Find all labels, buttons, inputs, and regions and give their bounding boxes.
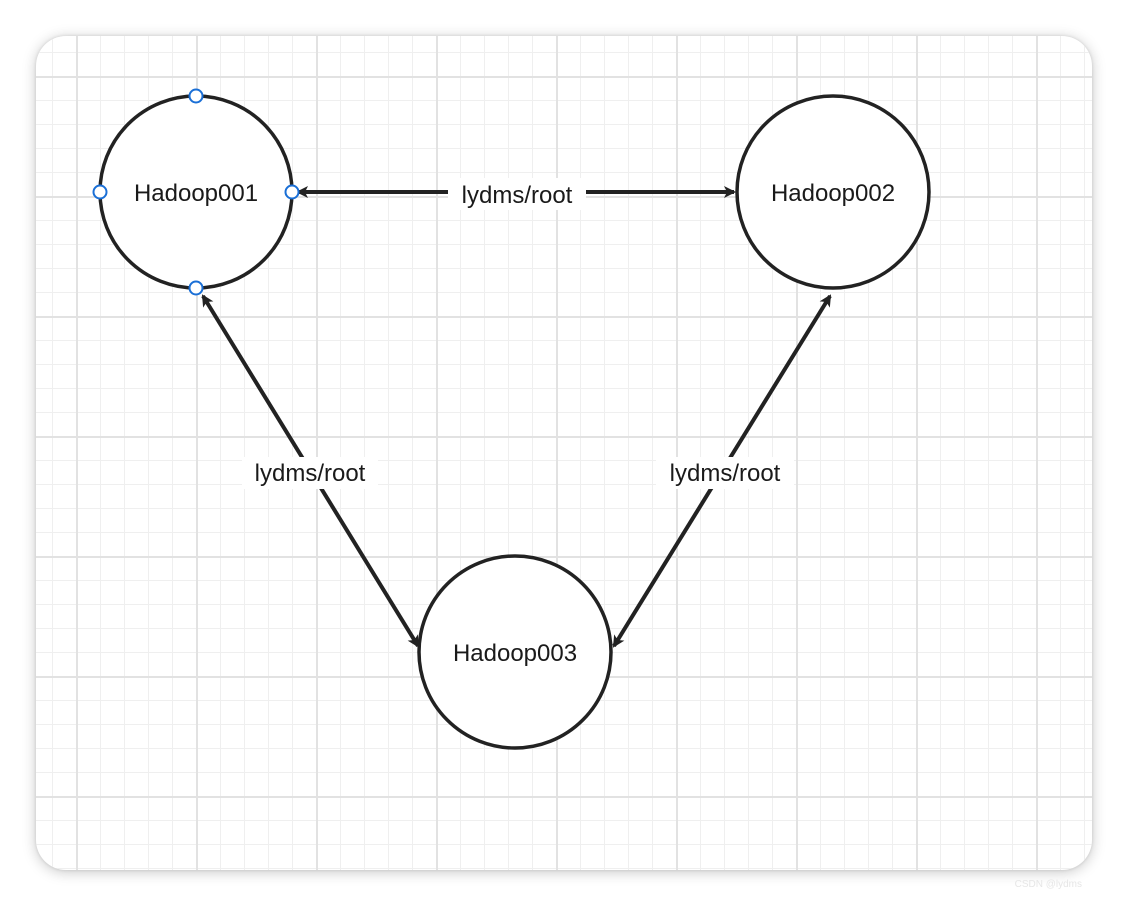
connection-handle-right[interactable]: [284, 184, 300, 200]
edge-hadoop001-hadoop003[interactable]: lydms/root: [201, 294, 420, 648]
edge-hadoop001-hadoop002[interactable]: lydms/root: [296, 178, 736, 210]
node-label[interactable]: Hadoop002: [771, 180, 895, 207]
edge-hadoop002-hadoop003[interactable]: lydms/root: [612, 294, 832, 648]
edge-label-bg: [656, 457, 794, 489]
edge-label[interactable]: lydms/root: [255, 460, 366, 487]
node-label[interactable]: Hadoop001: [134, 180, 258, 207]
edge-label[interactable]: lydms/root: [462, 182, 573, 209]
node-hadoop003[interactable]: Hadoop003: [417, 554, 613, 750]
node-circle[interactable]: [735, 94, 931, 290]
connection-handle-top[interactable]: [188, 88, 204, 104]
node-hadoop001[interactable]: Hadoop001: [92, 88, 300, 296]
node-label[interactable]: Hadoop003: [453, 640, 577, 667]
edge-label[interactable]: lydms/root: [670, 460, 781, 487]
node-circle[interactable]: [417, 554, 613, 750]
edge-label-bg: [448, 178, 586, 210]
watermark: CSDN @lydms: [1014, 879, 1082, 890]
node-hadoop002[interactable]: Hadoop002: [735, 94, 931, 290]
connection-handle-left[interactable]: [92, 184, 108, 200]
edge-label-bg: [242, 457, 378, 489]
connection-handle-bottom[interactable]: [188, 280, 204, 296]
